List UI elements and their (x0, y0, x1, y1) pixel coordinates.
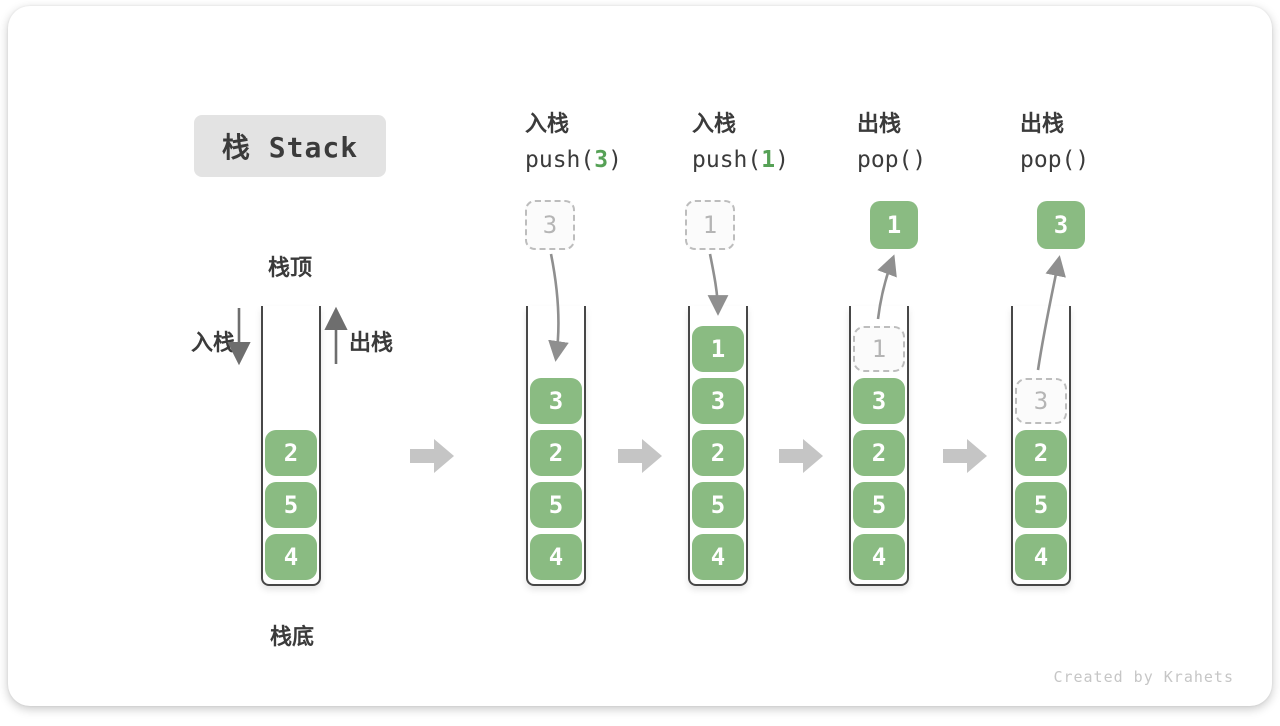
state-push-3-header: 入栈 push(3) (525, 110, 622, 174)
state-pop-3-cell-popped-3: 3 (1015, 378, 1067, 424)
watermark: Created by Krahets (1053, 668, 1234, 686)
state-pop-1-cell-4: 4 (853, 534, 905, 580)
state-push-1-header: 入栈 push(1) (692, 110, 789, 174)
state-pop-1-cell-popped-1: 1 (853, 326, 905, 372)
state-push-3-cell-3: 3 (530, 378, 582, 424)
state-push-3-code-label: push(3) (525, 147, 622, 173)
state-push-3-op-label: 入栈 (525, 112, 570, 137)
stack-bottom-label: 栈底 (270, 625, 315, 650)
state-push-3-cell-2: 2 (530, 430, 582, 476)
state-push-1-cell-1: 1 (692, 326, 744, 372)
state-pop-1-cell-3: 3 (853, 378, 905, 424)
state-pop-1-cell-5: 5 (853, 482, 905, 528)
state-pop-1-op-label: 出栈 (857, 112, 902, 137)
state-pop-3-op-label: 出栈 (1020, 112, 1065, 137)
state-pop-3-cell-4: 4 (1015, 534, 1067, 580)
state-push-1-cell-5: 5 (692, 482, 744, 528)
step-arrow-1 (410, 439, 454, 473)
state-pop-3-header: 出栈 pop() (1020, 110, 1089, 174)
diagram-title: 栈 Stack (194, 115, 386, 177)
state-push-3-cell-5: 5 (530, 482, 582, 528)
state-push-1-code-label: push(1) (692, 147, 789, 173)
state-pop-3-cell-2: 2 (1015, 430, 1067, 476)
state-pop-1-cell-2: 2 (853, 430, 905, 476)
state-initial-cell-5: 5 (265, 482, 317, 528)
state-pop-1-container (849, 306, 909, 586)
state-pop-3-container (1011, 306, 1071, 586)
state-push-3-container (526, 306, 586, 586)
state-pop-3-floating-value: 3 (1037, 201, 1085, 249)
state-pop-3-code-label: pop() (1020, 147, 1090, 173)
state-push-1-op-label: 入栈 (692, 112, 737, 137)
state-push-3-cell-4: 4 (530, 534, 582, 580)
state-initial-cell-2: 2 (265, 430, 317, 476)
state-pop-1-floating-value: 1 (870, 201, 918, 249)
step-arrow-2 (618, 439, 662, 473)
pop-direction-label: 出栈 (349, 331, 394, 356)
state-push-1-cell-2: 2 (692, 430, 744, 476)
state-pop-3-cell-5: 5 (1015, 482, 1067, 528)
push-1-curved-arrow (707, 253, 729, 316)
state-push-1-floating-value: 1 (685, 200, 735, 250)
state-push-1-cell-3: 3 (692, 378, 744, 424)
step-arrow-4 (943, 439, 987, 473)
state-initial-cell-4: 4 (265, 534, 317, 580)
push-direction-label: 入栈 (191, 331, 236, 356)
stack-top-label: 栈顶 (268, 256, 313, 281)
state-initial-container (261, 306, 321, 586)
state-pop-1-header: 出栈 pop() (857, 110, 926, 174)
state-push-1-container (688, 306, 748, 586)
state-pop-1-code-label: pop() (857, 147, 927, 173)
state-push-3-floating-value: 3 (525, 200, 575, 250)
state-push-1-cell-4: 4 (692, 534, 744, 580)
step-arrow-3 (779, 439, 823, 473)
diagram-card: 栈 Stack 栈顶 栈底 入栈 出栈 2 5 4 3 2 5 4 3 入栈 push(3) 1 3 2… (8, 6, 1272, 706)
